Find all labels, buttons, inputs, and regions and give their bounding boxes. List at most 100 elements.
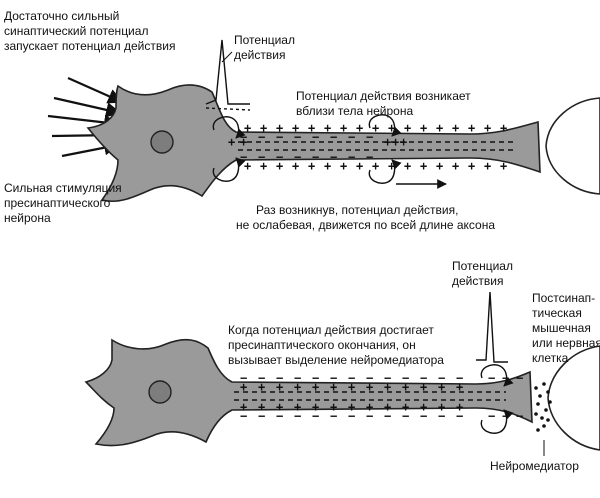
membrane-minus-charge: −: [330, 371, 337, 385]
membrane-minus-charge: −: [240, 150, 247, 164]
membrane-plus-charge: +: [348, 400, 355, 414]
membrane-plus-charge: +: [276, 400, 283, 414]
label-top-action-potential: Потенциал действия: [234, 33, 298, 62]
membrane-plus-charge: +: [324, 159, 331, 173]
membrane-minus-charge: −: [384, 371, 391, 385]
membrane-minus-charge: −: [258, 371, 265, 385]
neurotransmitter-dot: [544, 408, 548, 412]
membrane-plus-charge: +: [484, 121, 491, 135]
membrane-minus-charge: −: [240, 409, 247, 423]
membrane-plus-charge: +: [392, 135, 399, 149]
top-action-potential-trace: [205, 39, 251, 111]
membrane-minus-charge: −: [366, 130, 373, 144]
membrane-plus-charge: +: [312, 380, 319, 394]
membrane-plus-charge: +: [500, 121, 507, 135]
membrane-plus-charge: +: [276, 159, 283, 173]
membrane-plus-charge: +: [384, 380, 391, 394]
stimulation-arrows: [47, 76, 124, 158]
membrane-minus-charge: −: [420, 409, 427, 423]
label-reaches-terminal: Когда потенциал действия достигает преси…: [228, 323, 444, 367]
membrane-minus-charge: −: [366, 371, 373, 385]
membrane-minus-charge: −: [240, 371, 247, 385]
label-arises-near-body: Потенциал действия возникает вблизи тела…: [296, 89, 474, 118]
membrane-plus-charge: +: [240, 400, 247, 414]
membrane-minus-charge: −: [276, 130, 283, 144]
neurotransmitter-dot: [542, 382, 546, 386]
membrane-plus-charge: +: [240, 380, 247, 394]
membrane-minus-charge: −: [294, 150, 301, 164]
membrane-plus-charge: +: [438, 400, 445, 414]
top-panel: ++++++++++++++++++++++++++++++++++−−−−−−…: [4, 9, 600, 232]
membrane-plus-charge: +: [456, 400, 463, 414]
neurotransmitter-dot: [546, 418, 550, 422]
membrane-plus-charge: +: [456, 380, 463, 394]
membrane-plus-charge: +: [340, 121, 347, 135]
membrane-plus-charge: +: [340, 159, 347, 173]
membrane-plus-charge: +: [308, 159, 315, 173]
neurotransmitter-dot: [540, 416, 544, 420]
membrane-plus-charge: +: [400, 135, 407, 149]
top-charges: ++++++++++++++++++++++++++++++++++−−−−−−…: [228, 121, 507, 173]
neurotransmitter-dot: [548, 400, 552, 404]
membrane-plus-charge: +: [330, 400, 337, 414]
membrane-minus-charge: −: [294, 130, 301, 144]
neurotransmitter-dot: [534, 386, 538, 390]
membrane-minus-charge: −: [488, 371, 495, 385]
membrane-plus-charge: +: [312, 400, 319, 414]
membrane-plus-charge: +: [294, 400, 301, 414]
neurotransmitter-dot: [546, 390, 550, 394]
membrane-minus-charge: −: [276, 150, 283, 164]
membrane-plus-charge: +: [330, 380, 337, 394]
membrane-plus-charge: +: [452, 121, 459, 135]
membrane-plus-charge: +: [420, 380, 427, 394]
membrane-minus-charge: −: [348, 150, 355, 164]
membrane-minus-charge: −: [420, 371, 427, 385]
bottom-postsynaptic-cell: [547, 345, 600, 451]
membrane-minus-charge: −: [456, 371, 463, 385]
membrane-minus-charge: −: [294, 371, 301, 385]
membrane-plus-charge: +: [356, 121, 363, 135]
membrane-plus-charge: +: [260, 159, 267, 173]
membrane-minus-charge: −: [276, 371, 283, 385]
membrane-minus-charge: −: [402, 409, 409, 423]
membrane-minus-charge: −: [348, 371, 355, 385]
membrane-plus-charge: +: [438, 380, 445, 394]
membrane-minus-charge: −: [312, 130, 319, 144]
membrane-minus-charge: −: [366, 150, 373, 164]
membrane-minus-charge: −: [348, 130, 355, 144]
membrane-minus-charge: −: [294, 409, 301, 423]
membrane-plus-charge: +: [366, 380, 373, 394]
membrane-minus-charge: −: [312, 150, 319, 164]
membrane-plus-charge: +: [420, 400, 427, 414]
membrane-plus-charge: +: [308, 121, 315, 135]
membrane-minus-charge: −: [330, 150, 337, 164]
top-ap-pointer: [221, 51, 233, 63]
neurotransmitter-dot: [536, 428, 540, 432]
membrane-plus-charge: +: [366, 400, 373, 414]
membrane-plus-charge: +: [244, 121, 251, 135]
membrane-minus-charge: −: [258, 409, 265, 423]
membrane-plus-charge: +: [468, 121, 475, 135]
membrane-minus-charge: −: [258, 150, 265, 164]
neurotransmitter-dot: [542, 424, 546, 428]
membrane-plus-charge: +: [292, 159, 299, 173]
membrane-plus-charge: +: [468, 159, 475, 173]
top-neuron-body: [86, 84, 541, 203]
membrane-plus-charge: +: [258, 400, 265, 414]
membrane-minus-charge: −: [312, 371, 319, 385]
membrane-plus-charge: +: [292, 121, 299, 135]
membrane-plus-charge: +: [420, 121, 427, 135]
neurotransmitter-dot: [536, 402, 540, 406]
top-postsynaptic-cell: [545, 97, 600, 195]
membrane-plus-charge: +: [372, 159, 379, 173]
membrane-plus-charge: +: [276, 121, 283, 135]
membrane-plus-charge: +: [244, 159, 251, 173]
bottom-action-potential-trace: [476, 291, 508, 363]
top-nucleus: [150, 130, 174, 154]
neurotransmitter-dots: [534, 382, 552, 432]
membrane-minus-charge: −: [438, 409, 445, 423]
label-bottom-action-potential: Потенциал действия: [452, 259, 516, 288]
top-loop-currents: [212, 114, 402, 184]
membrane-plus-charge: +: [404, 159, 411, 173]
membrane-minus-charge: −: [330, 409, 337, 423]
